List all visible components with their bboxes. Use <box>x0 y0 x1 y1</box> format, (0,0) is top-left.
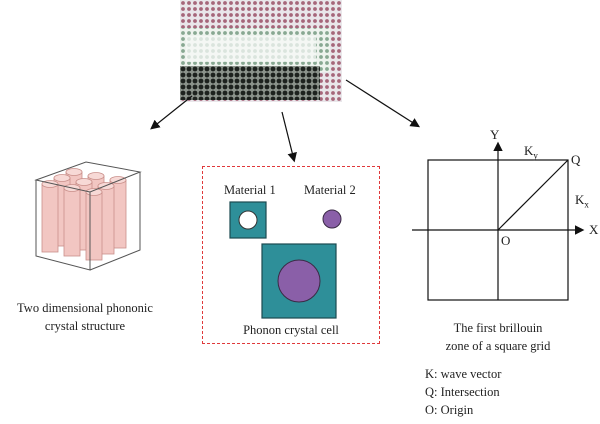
arrow-to-cell <box>281 111 297 163</box>
y-axis-label: Y <box>490 127 500 142</box>
brillouin-zone <box>412 141 585 301</box>
crystal-structure-3d <box>34 161 142 271</box>
pillar <box>85 191 103 261</box>
structure-caption-line2: crystal structure <box>44 319 126 333</box>
q-label: Q <box>571 152 581 167</box>
ky-main: K <box>524 143 534 158</box>
kx-sub: x <box>584 199 589 210</box>
kx-label: Kx <box>575 192 589 213</box>
x-axis-label: X <box>589 222 599 237</box>
wave-vector-line <box>497 159 569 231</box>
structure-caption-line1: Two dimensional phononic <box>17 301 153 315</box>
pillar-top <box>109 176 127 184</box>
zone-caption-line1: The first brillouin <box>453 321 543 335</box>
material2-circle <box>322 209 342 229</box>
material1-hole <box>238 210 258 230</box>
cell-drawing <box>229 201 342 319</box>
cell-panel <box>202 166 380 344</box>
unit-cell-scatterer <box>277 259 321 303</box>
origin-label: O <box>501 233 511 248</box>
legend-item-q: Q: Intersection <box>425 385 500 399</box>
arrow-to-structure <box>150 95 193 130</box>
crystal-photo <box>180 0 342 102</box>
legend-item-k: K: wave vector <box>425 367 502 381</box>
zone-caption-line2: zone of a square grid <box>445 339 551 353</box>
pillar <box>41 183 59 253</box>
pillar-top <box>65 168 83 176</box>
ky-label: Ky <box>524 143 538 164</box>
material2-label: Material 2 <box>304 183 356 197</box>
pillar-top <box>87 172 105 180</box>
pillar-top <box>53 174 71 182</box>
arrow-to-zone <box>345 79 421 128</box>
pillar <box>63 187 81 257</box>
cell-caption: Phonon crystal cell <box>243 323 339 337</box>
pillar-top <box>75 178 93 186</box>
legend-item-o: O: Origin <box>425 403 474 417</box>
ky-sub: y <box>533 150 538 161</box>
kx-main: K <box>575 192 585 207</box>
material1-label: Material 1 <box>224 183 276 197</box>
